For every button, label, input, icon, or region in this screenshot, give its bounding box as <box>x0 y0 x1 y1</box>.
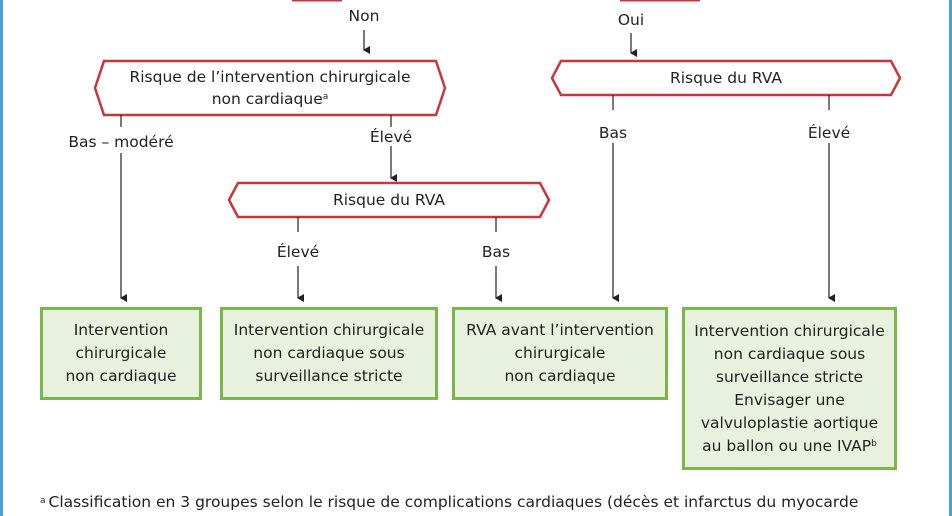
hexagon-rva-risk-right <box>550 59 902 97</box>
outcome-3-line-3: non cardiaque <box>504 367 616 385</box>
outcome-box-4: Intervention chirurgicale non cardiaque … <box>682 307 897 470</box>
outcome-1-line-3: non cardiaque <box>65 367 177 385</box>
footnote-sup: a <box>40 496 46 506</box>
decision-rva-risk-middle: Risque du RVA <box>332 191 445 209</box>
branch-label-bas-middle: Bas <box>481 243 511 261</box>
hexagon-rva-risk-middle <box>227 181 551 219</box>
outcome-2-line-2: non cardiaque sous <box>253 344 405 362</box>
outcome-2-line-3: surveillance stricte <box>255 367 403 385</box>
outcome-1-line-2: chirurgicale <box>75 344 167 362</box>
outcome-4-line-2: non cardiaque sous <box>713 344 866 363</box>
decision-surgery-risk: Risque de l’intervention chirurgicale no… <box>100 66 440 110</box>
footnote-marker-a: a <box>322 92 329 102</box>
footnote-marker-b: b <box>871 438 877 449</box>
outcome-2-line-1: Intervention chirurgicale <box>233 321 425 339</box>
outcome-box-3: RVA avant l’intervention chirurgicale no… <box>452 307 668 400</box>
decision-surgery-risk-line2: non cardiaque <box>211 90 323 108</box>
outcome-1-line-1: Intervention <box>73 321 169 339</box>
branch-label-bas-modere: Bas – modéré <box>68 133 174 151</box>
outcome-4-line-5: valvuloplastie aortique <box>700 413 879 432</box>
outcome-4-line-3: surveillance stricte <box>715 367 864 386</box>
outcome-box-1: Intervention chirurgicale non cardiaque <box>40 307 202 400</box>
branch-label-eleve-surgery: Élevé <box>369 128 413 146</box>
hexagon-surgery-risk <box>93 59 447 117</box>
frame-right-border <box>949 0 952 516</box>
outcome-4-line-4: Envisager une <box>734 390 845 409</box>
label-oui: Oui <box>617 11 645 29</box>
outcome-4-line-6: au ballon ou une IVAP <box>702 436 872 455</box>
branch-label-eleve-middle: Élevé <box>276 243 320 261</box>
frame-left-border <box>0 0 3 516</box>
branch-label-eleve-right: Élevé <box>807 124 851 142</box>
footnote-text: Classification en 3 groupes selon le ris… <box>48 493 859 511</box>
decision-surgery-risk-line1: Risque de l’intervention chirurgicale <box>129 68 411 86</box>
decision-rva-risk-right: Risque du RVA <box>669 69 782 87</box>
branch-label-bas-right: Bas <box>598 124 628 142</box>
outcome-3-line-1: RVA avant l’intervention <box>466 321 654 339</box>
outcome-3-line-2: chirurgicale <box>514 344 606 362</box>
outcome-4-line-1: Intervention chirurgicale <box>694 321 885 340</box>
label-non: Non <box>348 7 380 25</box>
outcome-box-2: Intervention chirurgicale non cardiaque … <box>220 307 438 400</box>
